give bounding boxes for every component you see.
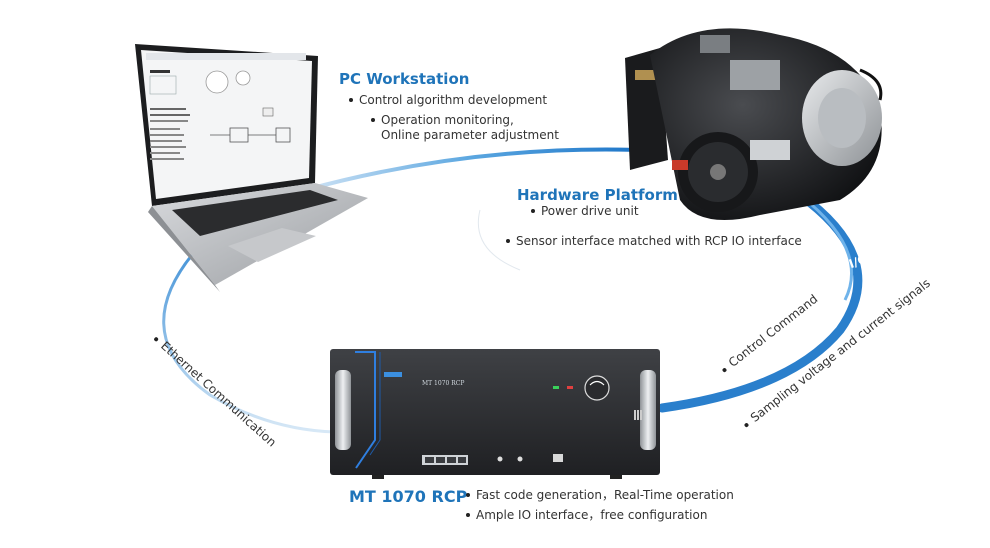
hw-bullet-2: Sensor interface matched with RCP IO int… xyxy=(506,234,802,249)
hw-bullet-1: Power drive unit xyxy=(531,204,639,219)
arc-pc-hardware xyxy=(304,147,641,192)
rcp-panel-label: MT 1070 RCP xyxy=(422,380,465,387)
rcp-bullet-1-text: Fast code generation，Real-Time operation xyxy=(476,488,734,502)
pc-bullet-1-text: Control algorithm development xyxy=(359,93,548,107)
bullet-dot xyxy=(153,336,160,342)
pc-bullet-2-line1: Operation monitoring, xyxy=(381,113,514,127)
bullet-dot xyxy=(506,238,510,243)
arc-io xyxy=(657,190,863,413)
rcp-bullet-1: Fast code generation，Real-Time operation xyxy=(466,488,734,503)
pc-workstation-title: PC Workstation xyxy=(339,70,470,88)
bullet-dot xyxy=(349,97,353,102)
rcp-bullet-2-text: Ample IO interface，free configuration xyxy=(476,508,708,522)
bullet-dot xyxy=(466,512,470,517)
hw-bullet-2-text: Sensor interface matched with RCP IO int… xyxy=(516,234,802,248)
bullet-dot xyxy=(466,492,470,497)
rcp-bullet-2: Ample IO interface，free configuration xyxy=(466,508,707,523)
hardware-platform-title: Hardware Platform xyxy=(517,186,678,204)
arc-ethernet xyxy=(162,238,336,434)
bullet-dot xyxy=(743,421,750,428)
bullet-dot xyxy=(531,208,535,213)
bullet-dot xyxy=(721,366,728,373)
bullet-dot xyxy=(371,117,375,122)
pc-bullet-2-line2: Online parameter adjustment xyxy=(381,128,559,142)
pc-bullet-2: Operation monitoring, Online parameter a… xyxy=(371,113,559,143)
hw-bullet-1-text: Power drive unit xyxy=(541,204,639,218)
rcp-title: MT 1070 RCP xyxy=(349,487,468,506)
pc-bullet-1: Control algorithm development xyxy=(349,93,547,108)
